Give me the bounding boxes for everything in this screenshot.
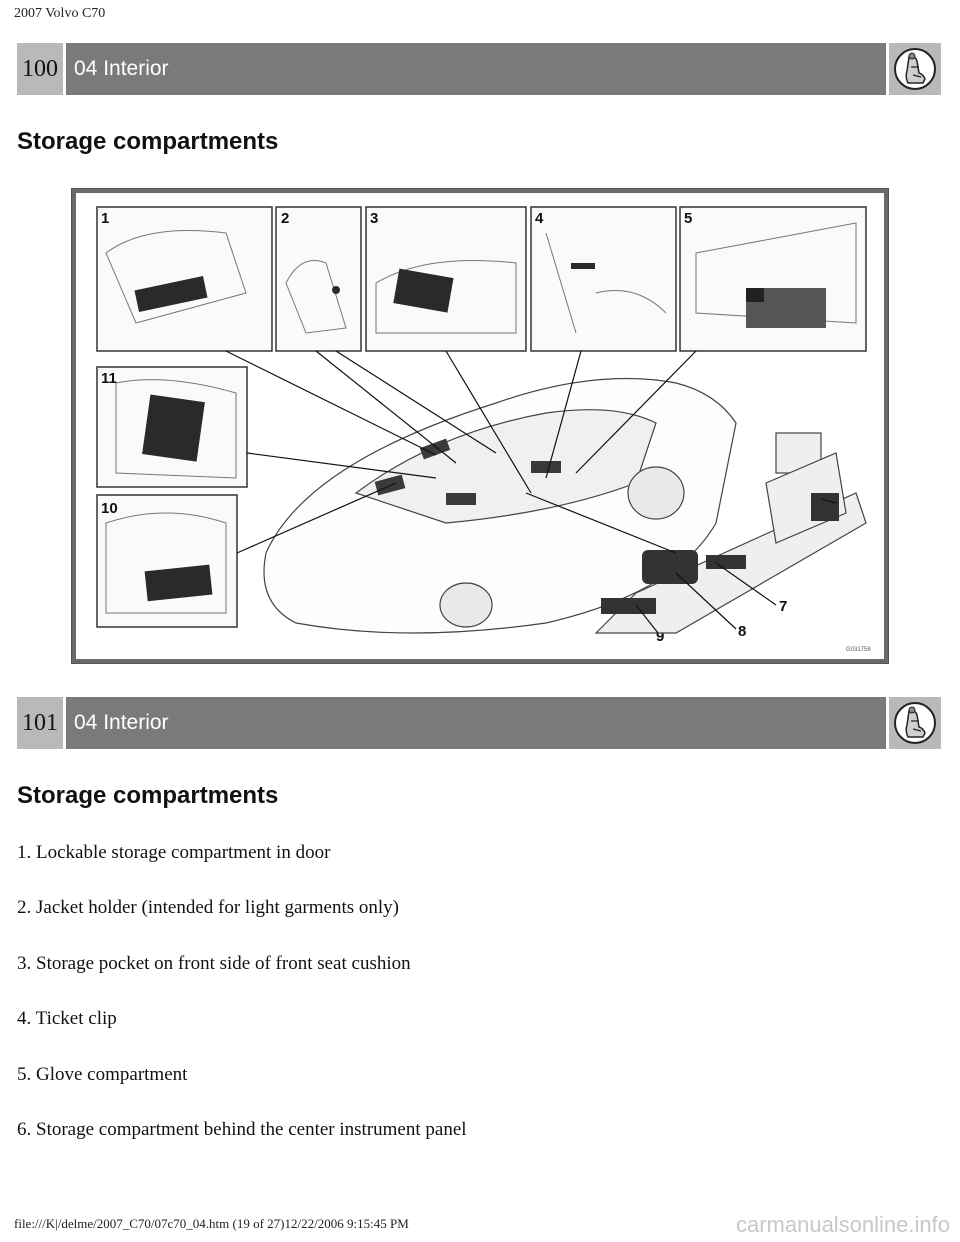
watermark: carmanualsonline.info bbox=[735, 1212, 950, 1237]
callout-8: 8 bbox=[738, 623, 746, 640]
list-item: 4. Ticket clip bbox=[17, 1008, 117, 1029]
section-bar-100: 100 04 Interior bbox=[17, 43, 941, 95]
section-bar-101: 101 04 Interior bbox=[17, 697, 941, 749]
storage-compartments-illustration: 1 2 3 4 5 6 7 8 9 10 11 bbox=[71, 188, 889, 664]
callout-5: 5 bbox=[684, 210, 692, 227]
list-item: 2. Jacket holder (intended for light gar… bbox=[17, 897, 400, 918]
seat-icon bbox=[889, 697, 941, 749]
list-item: 1. Lockable storage compartment in door bbox=[17, 842, 331, 863]
footer-file-path: file:///K|/delme/2007_C70/07c70_04.htm (… bbox=[14, 1216, 409, 1231]
section-title: 04 Interior bbox=[66, 43, 886, 95]
callout-4: 4 bbox=[535, 210, 544, 227]
list-item: 6. Storage compartment behind the center… bbox=[17, 1119, 467, 1140]
section-title: 04 Interior bbox=[66, 697, 886, 749]
callout-10: 10 bbox=[101, 500, 118, 517]
callout-1: 1 bbox=[101, 210, 109, 227]
callout-9: 9 bbox=[656, 628, 664, 645]
section-number: 100 bbox=[17, 43, 63, 95]
section-number: 101 bbox=[17, 697, 63, 749]
callout-7: 7 bbox=[779, 598, 787, 615]
seat-icon bbox=[889, 43, 941, 95]
section-heading: Storage compartments bbox=[17, 782, 279, 809]
page-heading: Storage compartments bbox=[17, 128, 279, 155]
figure-code: G031758 bbox=[846, 647, 871, 653]
callout-3: 3 bbox=[370, 210, 378, 227]
list-item: 5. Glove compartment bbox=[17, 1064, 188, 1085]
list-item: 3. Storage pocket on front side of front… bbox=[17, 953, 411, 974]
document-title: 2007 Volvo C70 bbox=[14, 6, 106, 21]
callout-11: 11 bbox=[101, 370, 117, 387]
callout-2: 2 bbox=[281, 210, 289, 227]
